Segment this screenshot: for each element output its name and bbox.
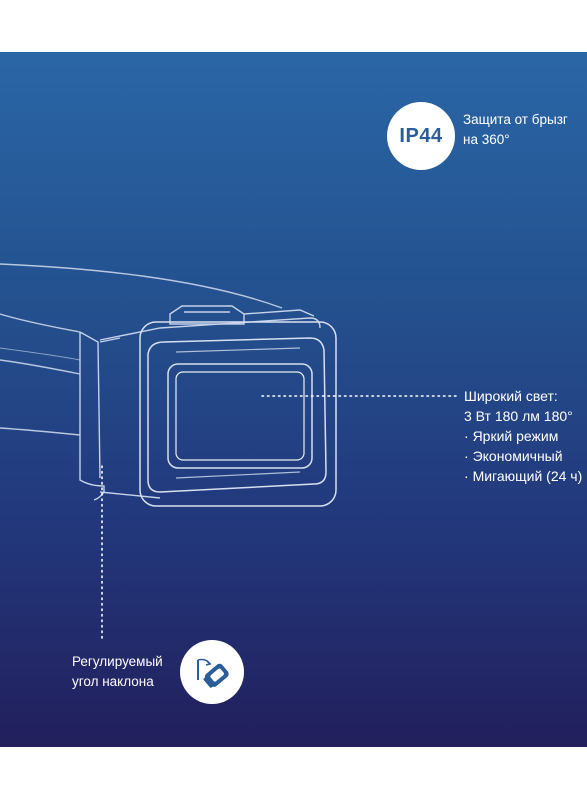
ip-description-line2: на 360°	[463, 132, 510, 147]
lamp-front	[139, 321, 337, 507]
ip-description: Защита от брызг на 360°	[463, 110, 568, 150]
mode-flash: Мигающий (24 ч)	[464, 466, 583, 486]
ip-description-line1: Защита от брызг	[463, 112, 568, 127]
head-strap	[0, 263, 283, 436]
tilt-description-line2: угол наклона	[72, 674, 154, 689]
side-bracket	[79, 331, 121, 501]
headlamp-tilt-icon	[197, 658, 229, 688]
lamp-body	[99, 305, 321, 499]
mode-eco: Экономичный	[464, 446, 582, 466]
callout-lines	[101, 395, 457, 641]
product-panel: IP44 Защита от брызг на 360° Широкий све…	[0, 52, 587, 747]
light-spec: 3 Вт 180 лм 180°	[464, 408, 573, 424]
ip44-code: IP44	[399, 124, 443, 147]
mode-bright: Яркий режим	[464, 426, 582, 446]
light-title: Широкий свет:	[464, 388, 558, 404]
tilt-description: Регулируемый угол наклона	[72, 652, 163, 692]
tilt-description-line1: Регулируемый	[72, 654, 163, 669]
light-description: Широкий свет: 3 Вт 180 лм 180° Яркий реж…	[464, 386, 582, 486]
ip44-badge: IP44	[387, 102, 455, 170]
headlamp-illustration	[0, 263, 457, 641]
tilt-badge	[180, 640, 244, 704]
